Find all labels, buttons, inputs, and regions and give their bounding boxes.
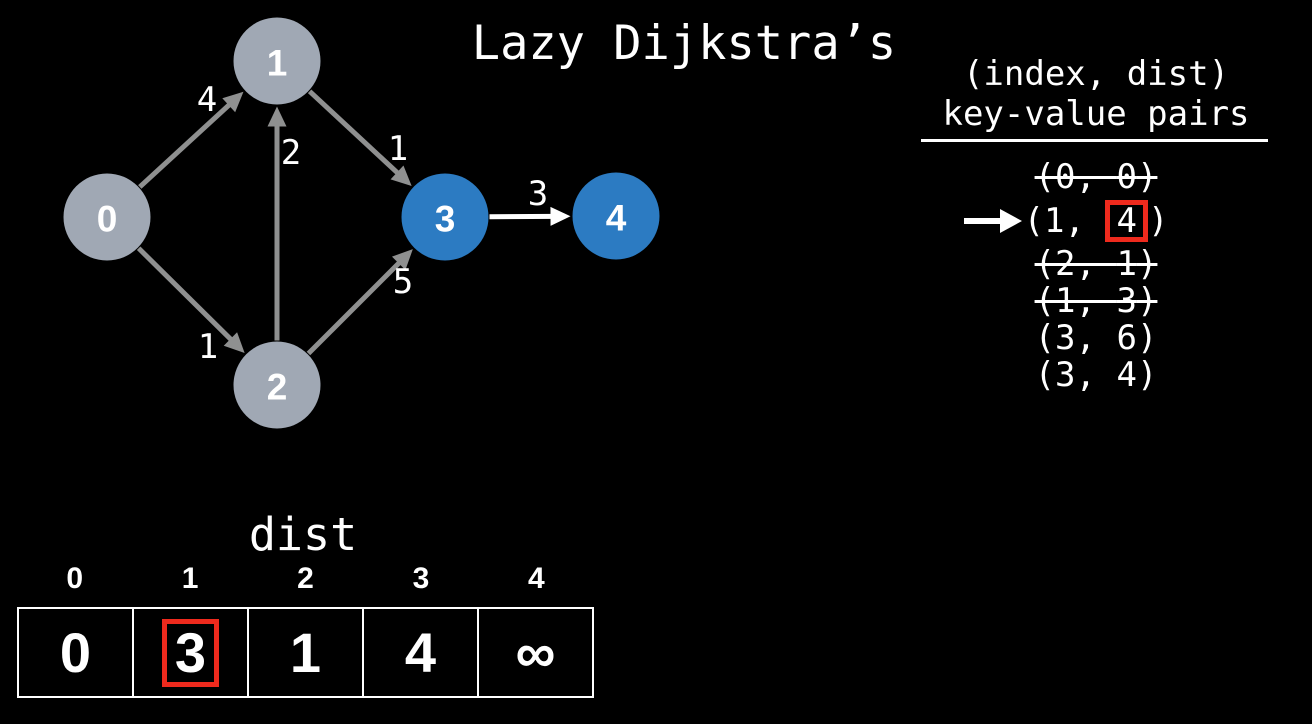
graph-edge-1-3 — [307, 89, 401, 177]
pq-entry-text: (1, 4) — [1023, 199, 1169, 242]
edge-weight-2-1: 2 — [281, 133, 301, 173]
dist-cell-2: 1 — [247, 607, 364, 698]
graph-node-2 — [233, 341, 321, 429]
graph-edge-0-1 — [138, 101, 233, 189]
graph-node-label-2: 2 — [267, 367, 288, 408]
dist-array: 0 3 1 4 ∞ — [17, 607, 594, 698]
current-entry-arrow-icon — [964, 209, 1022, 233]
pq-entry-text: (2, 1) — [1034, 244, 1158, 284]
graph-edge-arrowhead-1-3 — [390, 165, 412, 187]
graph-edge-0-2 — [136, 246, 235, 343]
pq-header-divider — [921, 139, 1268, 142]
dist-value-4: ∞ — [515, 621, 556, 684]
graph-edge-arrowhead-2-1 — [267, 106, 287, 127]
dist-cell-1: 3 — [132, 607, 249, 698]
graph-node-label-4: 4 — [606, 198, 627, 239]
graph-edge-arrowhead-3-4 — [550, 206, 571, 226]
dist-cell-0: 0 — [17, 607, 134, 698]
dist-index-row: 0 1 2 3 4 — [17, 562, 594, 596]
graph-node-label-3: 3 — [435, 199, 456, 240]
dist-highlight-box: 3 — [161, 618, 220, 687]
pq-entry-text: (3, 6) — [1034, 318, 1158, 358]
slide-title: Lazy Dijkstra’s — [471, 16, 897, 71]
pq-entry-value: 0 — [1116, 157, 1137, 197]
pq-entry-text: (3, 4) — [1034, 355, 1158, 395]
edge-weight-0-1: 4 — [197, 80, 217, 120]
pq-entry-3: (1, 3) — [920, 283, 1272, 320]
priority-queue-header: (index, dist) key-value pairs — [920, 54, 1272, 134]
graph-edge-arrowhead-2-3 — [391, 249, 413, 271]
dist-value-0: 0 — [59, 621, 92, 684]
graph-node-label-1: 1 — [267, 43, 288, 84]
dist-index-3: 3 — [412, 562, 430, 595]
graph-node-1 — [233, 17, 321, 105]
edge-weight-2-3: 5 — [393, 262, 413, 302]
pq-header-line1: (index, dist) — [962, 54, 1230, 94]
dist-value-2: 1 — [289, 621, 322, 684]
dist-value-3: 4 — [404, 621, 437, 684]
pq-entry-2: (2, 1) — [920, 246, 1272, 283]
dist-cell-4: ∞ — [477, 607, 594, 698]
pq-entry-text: (0, 0) — [1034, 157, 1158, 197]
pq-header-line2: key-value pairs — [942, 94, 1250, 134]
pq-entry-value: 6 — [1116, 318, 1137, 358]
graph-node-label-0: 0 — [97, 199, 118, 240]
pq-entry-value: 1 — [1116, 244, 1137, 284]
graph-node-0 — [63, 173, 151, 261]
pq-highlight-box: 4 — [1105, 199, 1148, 242]
pq-entry-text: (1, 3) — [1034, 281, 1158, 321]
pq-entry-0: (0, 0) — [920, 159, 1272, 196]
dist-index-4: 4 — [527, 562, 545, 595]
graph-edge-2-3 — [306, 259, 403, 356]
graph-node-4 — [572, 172, 660, 260]
pq-entry-value: 3 — [1116, 281, 1137, 321]
priority-queue-list: (0, 0)(1, 4)(2, 1)(1, 3)(3, 6)(3, 4) — [920, 159, 1272, 394]
edge-weight-3-4: 3 — [528, 174, 548, 214]
dist-index-2: 2 — [297, 562, 314, 595]
dist-index-1: 1 — [181, 562, 199, 595]
dist-cell-3: 4 — [362, 607, 479, 698]
edge-weight-1-3: 1 — [388, 129, 408, 169]
pq-entry-1: (1, 4) — [920, 196, 1272, 246]
graph-node-3 — [401, 173, 489, 261]
dist-array-title: dist — [248, 508, 358, 561]
edge-weight-0-2: 1 — [198, 327, 218, 367]
graph-edge-arrowhead-0-2 — [223, 332, 245, 354]
pq-entry-value: 4 — [1116, 355, 1137, 395]
pq-entry-4: (3, 6) — [920, 320, 1272, 357]
dist-index-0: 0 — [66, 562, 84, 595]
pq-entry-5: (3, 4) — [920, 357, 1272, 394]
graph-edge-arrowhead-0-1 — [222, 91, 244, 113]
